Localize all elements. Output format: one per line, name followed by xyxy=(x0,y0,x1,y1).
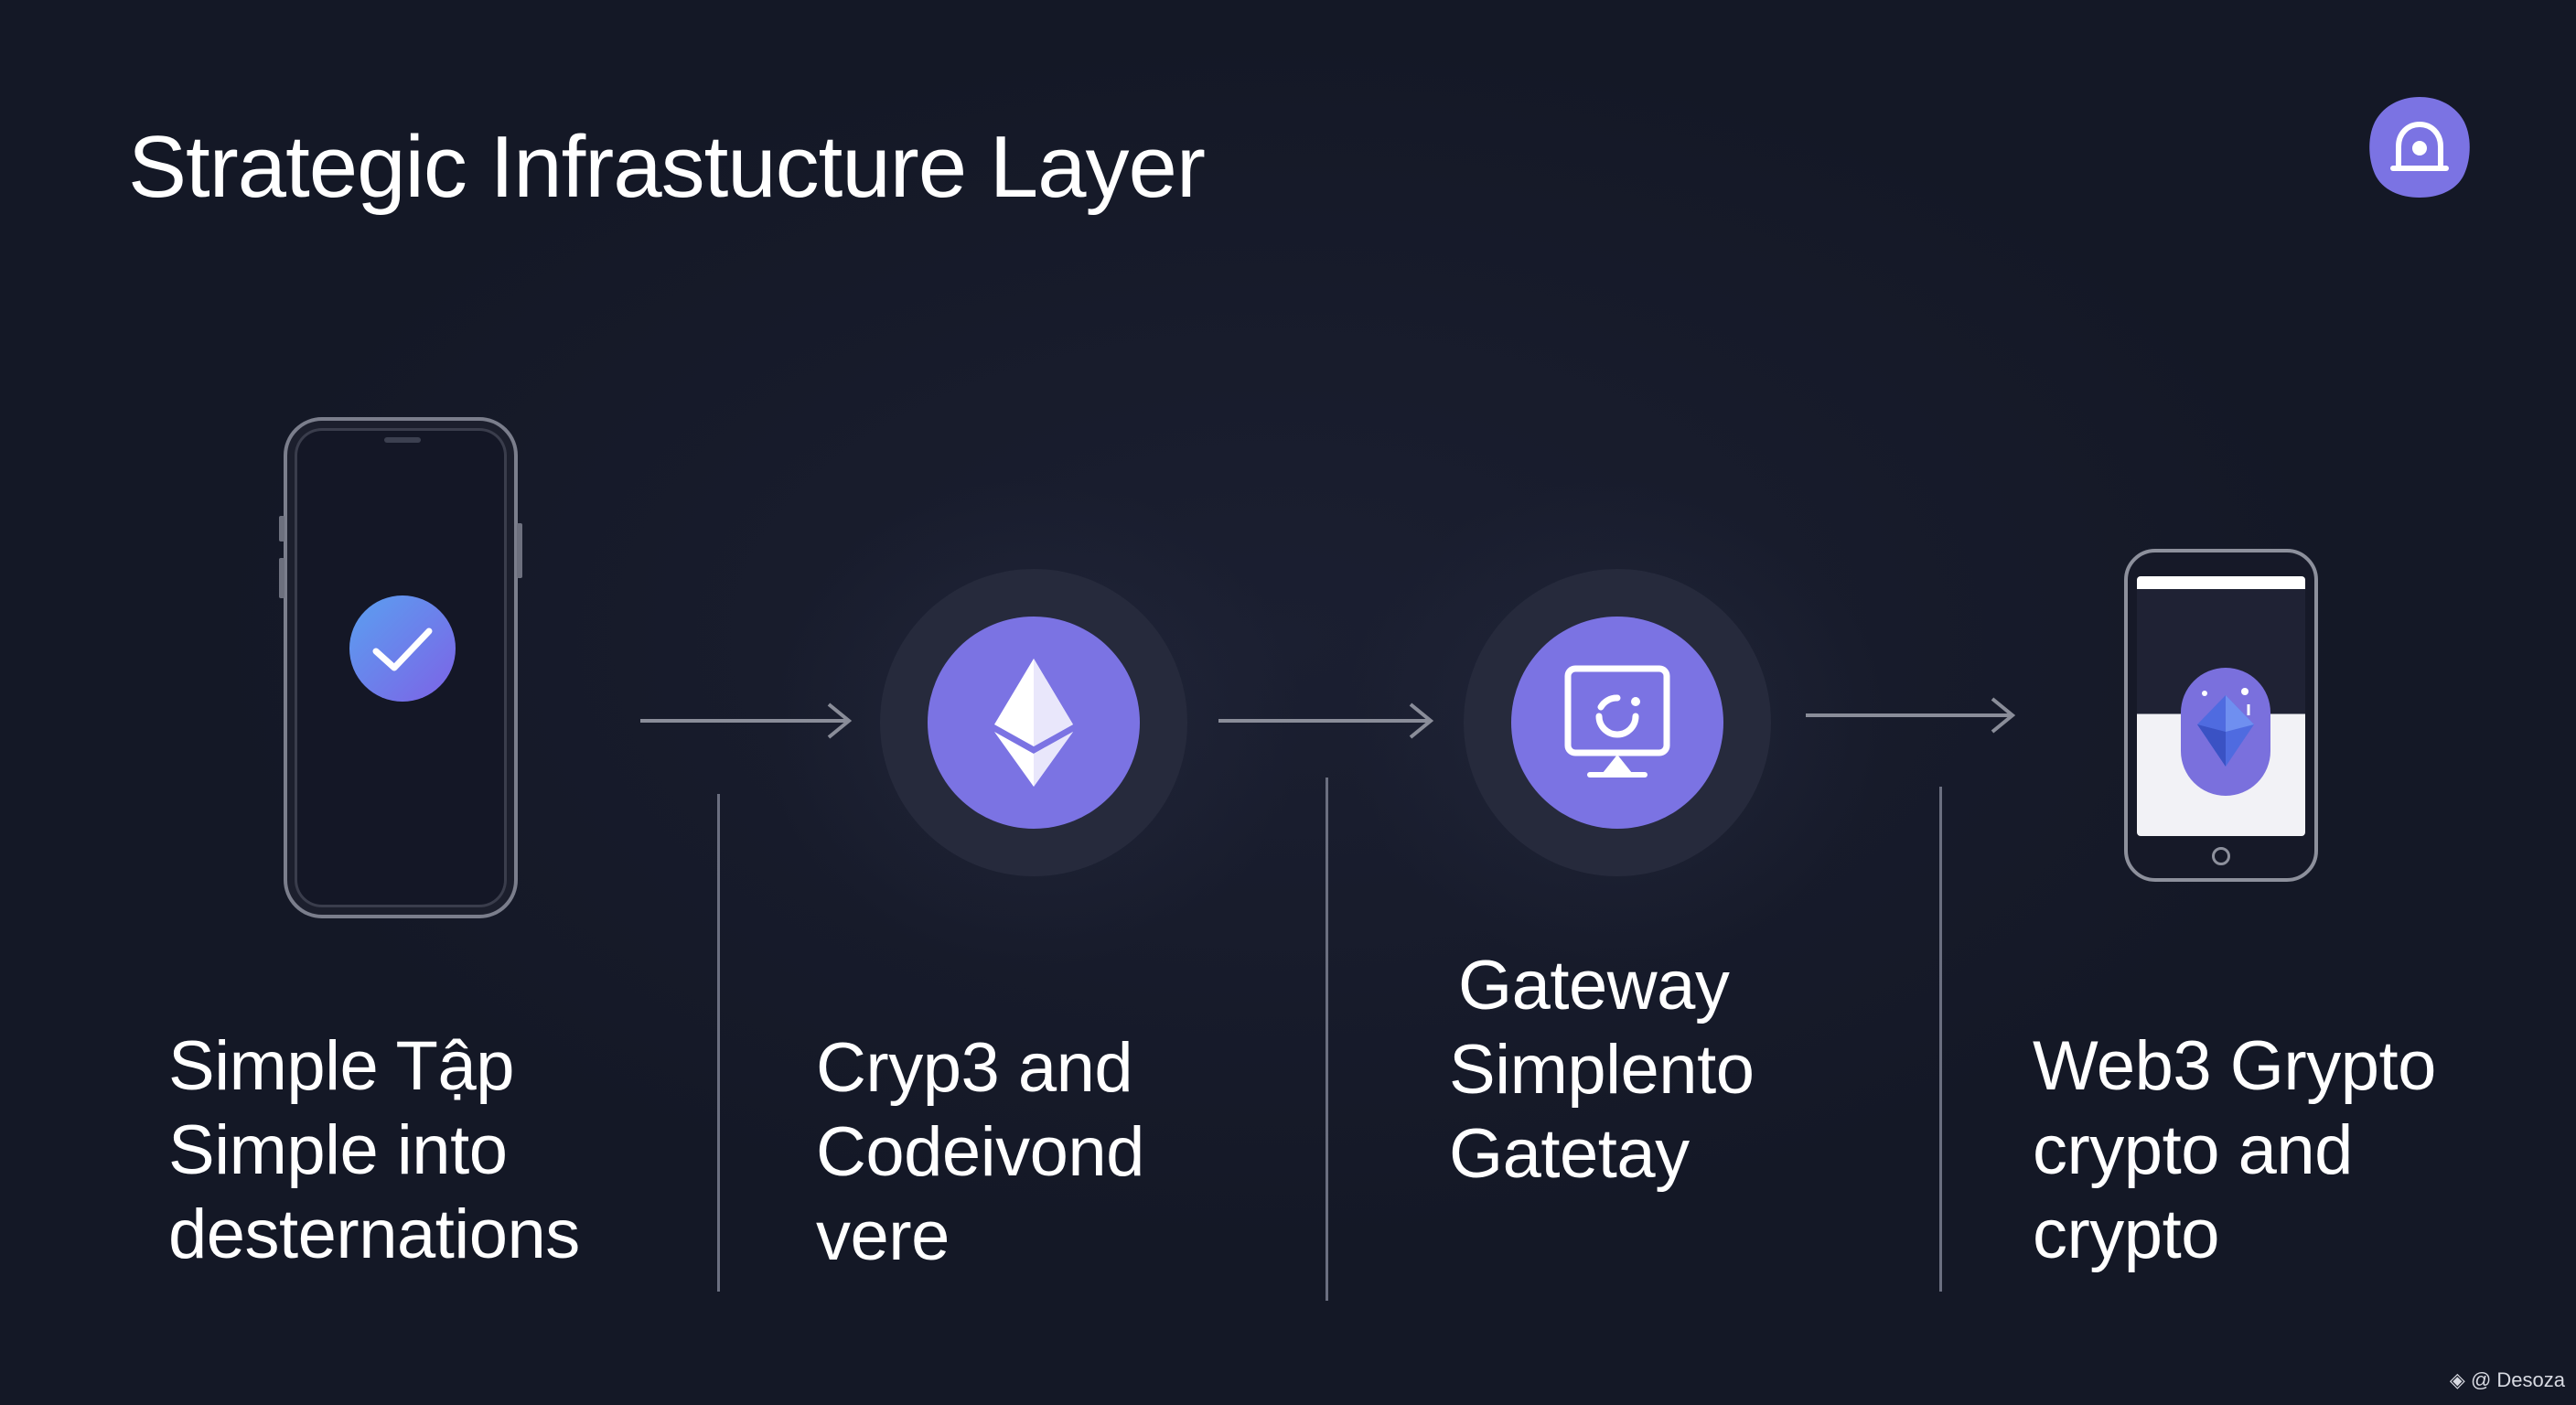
page-title: Strategic Infrastucture Layer xyxy=(128,118,1206,216)
monitor-icon xyxy=(1564,665,1670,778)
step-label-1: Simple Tập Simple into desternations xyxy=(168,1024,580,1277)
step-label-line: Gateway xyxy=(1458,947,1730,1024)
divider xyxy=(1326,778,1328,1301)
watermark-logo-icon: ◈ xyxy=(2449,1368,2471,1391)
step-label-line: Simple Tập xyxy=(168,1027,515,1105)
smartphone-icon xyxy=(279,417,522,918)
gateway-badge xyxy=(1464,569,1771,876)
divider xyxy=(717,794,720,1292)
smartphone-app-icon xyxy=(2124,549,2318,882)
phone-button xyxy=(279,558,284,598)
phone-button xyxy=(517,523,522,578)
step-label-line: Gatetay xyxy=(1449,1115,1690,1193)
step-label-line: Codeivond xyxy=(816,1113,1144,1191)
step-label-2: Cryp3 and Codeivond vere xyxy=(816,1026,1144,1279)
watermark: ◈ @ Desoza xyxy=(2450,1368,2565,1392)
step-label-line: vere xyxy=(816,1197,950,1275)
ethereum-badge xyxy=(880,569,1187,876)
step-label-line: Simplento xyxy=(1449,1031,1755,1109)
checkmark-icon xyxy=(349,595,456,702)
step-label-line: crypto and xyxy=(2033,1111,2353,1189)
phone-status-bar xyxy=(2137,576,2305,589)
step-label-line: crypto xyxy=(2033,1196,2219,1273)
crypto-gem-badge xyxy=(2181,668,2270,796)
arrow-right-icon xyxy=(1806,697,2016,734)
home-button xyxy=(2212,847,2230,865)
gateway-disc xyxy=(1511,617,1723,829)
step-label-line: Simple into xyxy=(168,1111,508,1189)
ethereum-disc xyxy=(928,617,1140,829)
step-label-line: Cryp3 and xyxy=(816,1029,1133,1107)
step-label-line: Web3 Grypto xyxy=(2033,1027,2436,1105)
step-label-3: Gateway Simplento Gatetay xyxy=(1449,944,1755,1196)
ethereum-icon xyxy=(994,659,1073,787)
watermark-text: @ Desoza xyxy=(2470,1368,2565,1391)
phone-button xyxy=(279,516,284,542)
phone-notch xyxy=(384,437,421,443)
step-label-4: Web3 Grypto crypto and crypto xyxy=(2033,1024,2436,1277)
arrow-right-icon xyxy=(640,702,853,739)
crypto-gem-icon xyxy=(2197,688,2254,767)
arrow-right-icon xyxy=(1218,702,1434,739)
step-label-line: desternations xyxy=(168,1196,580,1273)
divider xyxy=(1939,787,1942,1292)
phone-screen xyxy=(2137,576,2305,836)
brand-badge-icon xyxy=(2369,97,2470,198)
